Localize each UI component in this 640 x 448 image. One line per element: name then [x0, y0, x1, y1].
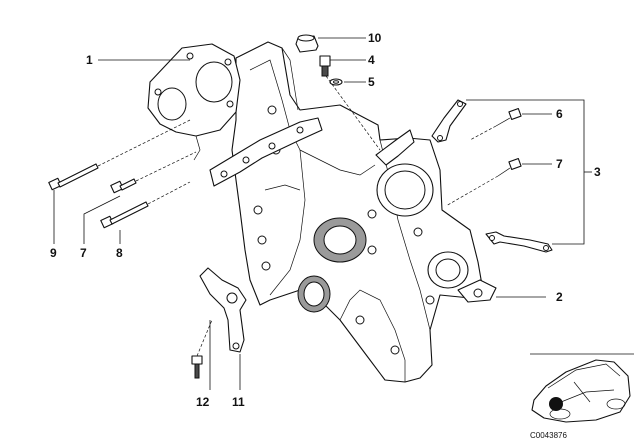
callout-11: 11	[232, 395, 245, 409]
reference-code: C0043876	[530, 431, 567, 440]
bolt-part-9	[48, 163, 99, 191]
callout-labels: 1 2 3 4 5 6 7 7 8 9 10 11 12	[50, 31, 601, 409]
bracket-part-11	[199, 267, 247, 353]
bolt-part-7-right	[497, 157, 522, 177]
callout-8: 8	[116, 246, 123, 260]
callout-2: 2	[556, 290, 563, 304]
callout-10: 10	[368, 31, 382, 45]
bolt-part-12	[191, 355, 203, 379]
clip-bracket-upper	[431, 99, 467, 143]
callout-4: 4	[368, 53, 375, 67]
gasket-strip	[209, 117, 323, 187]
vehicle-locator-thumbnail: C0043876	[530, 353, 634, 440]
engine-location-marker	[549, 397, 563, 411]
bolt-part-4	[319, 55, 331, 77]
washer-part-5	[329, 78, 343, 86]
callout-6: 6	[556, 107, 563, 121]
bolt-part-7-left	[110, 178, 137, 194]
bolt-part-8	[100, 201, 149, 229]
callout-12: 12	[196, 395, 210, 409]
callout-7-left: 7	[80, 246, 87, 260]
callout-1: 1	[86, 53, 93, 67]
leader-lines	[53, 37, 592, 390]
upper-cover-part	[147, 43, 241, 161]
callout-7-right: 7	[556, 157, 563, 171]
clip-bracket-lower	[485, 231, 553, 253]
callout-9: 9	[50, 246, 57, 260]
callout-3: 3	[594, 165, 601, 179]
callout-5: 5	[368, 75, 375, 89]
timing-case-cover	[231, 41, 497, 383]
cap-part	[295, 34, 319, 53]
bolt-part-6	[495, 107, 522, 127]
